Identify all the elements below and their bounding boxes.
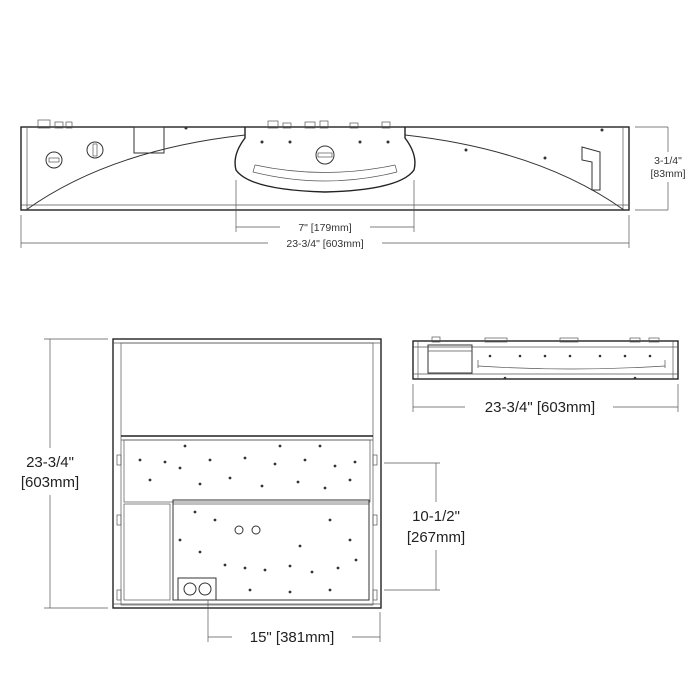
- knockout-left: [45, 151, 63, 169]
- plate-knockout-1: [234, 525, 244, 535]
- plan-frame-outer: [112, 338, 382, 609]
- terminal-knockout-2: [198, 582, 212, 596]
- plan-height-label: 23-3/4": [26, 454, 74, 471]
- plan-driver-height-label: 10-1/2": [412, 508, 460, 525]
- plan-driver-width-label: 15" [381mm]: [250, 629, 335, 646]
- front-elevation-view: 3-1/4" [83mm] 7" [179mm] 23-3/4" [603mm]: [20, 119, 686, 250]
- mounting-bracket: [581, 146, 601, 191]
- knockout-center: [315, 145, 335, 165]
- terminal-block: [177, 577, 217, 601]
- plan-driver-height-label-mm: [267mm]: [407, 529, 465, 546]
- front-housing-outline: [20, 126, 630, 211]
- plate-knockout-2: [251, 525, 261, 535]
- front-height-label-mm: [83mm]: [650, 168, 685, 180]
- front-width-label: 23-3/4" [603mm]: [286, 238, 363, 250]
- side-housing-outline: [412, 340, 679, 380]
- plan-view: 23-3/4" [603mm] 10-1/2" [267mm] 15" [381…: [21, 338, 465, 646]
- left-panel: [123, 503, 171, 601]
- driver-housing: [234, 127, 416, 193]
- front-height-label: 3-1/4": [654, 155, 682, 167]
- terminal-knockout-1: [183, 582, 197, 596]
- side-junction-box: [427, 344, 473, 374]
- screw-holes: [138, 444, 358, 594]
- plan-height-label-mm: [603mm]: [21, 474, 79, 491]
- lens-arc-left: [25, 134, 246, 211]
- gear-tray: [123, 439, 371, 503]
- junction-box: [133, 126, 165, 154]
- knockout-2: [86, 141, 104, 159]
- lens-arc-right: [404, 134, 625, 211]
- driver-plate: [172, 499, 370, 601]
- plan-frame-inner: [120, 342, 374, 606]
- side-width-label: 23-3/4" [603mm]: [485, 399, 595, 416]
- side-view: 23-3/4" [603mm]: [412, 336, 679, 416]
- front-driver-width-label: 7" [179mm]: [298, 222, 351, 234]
